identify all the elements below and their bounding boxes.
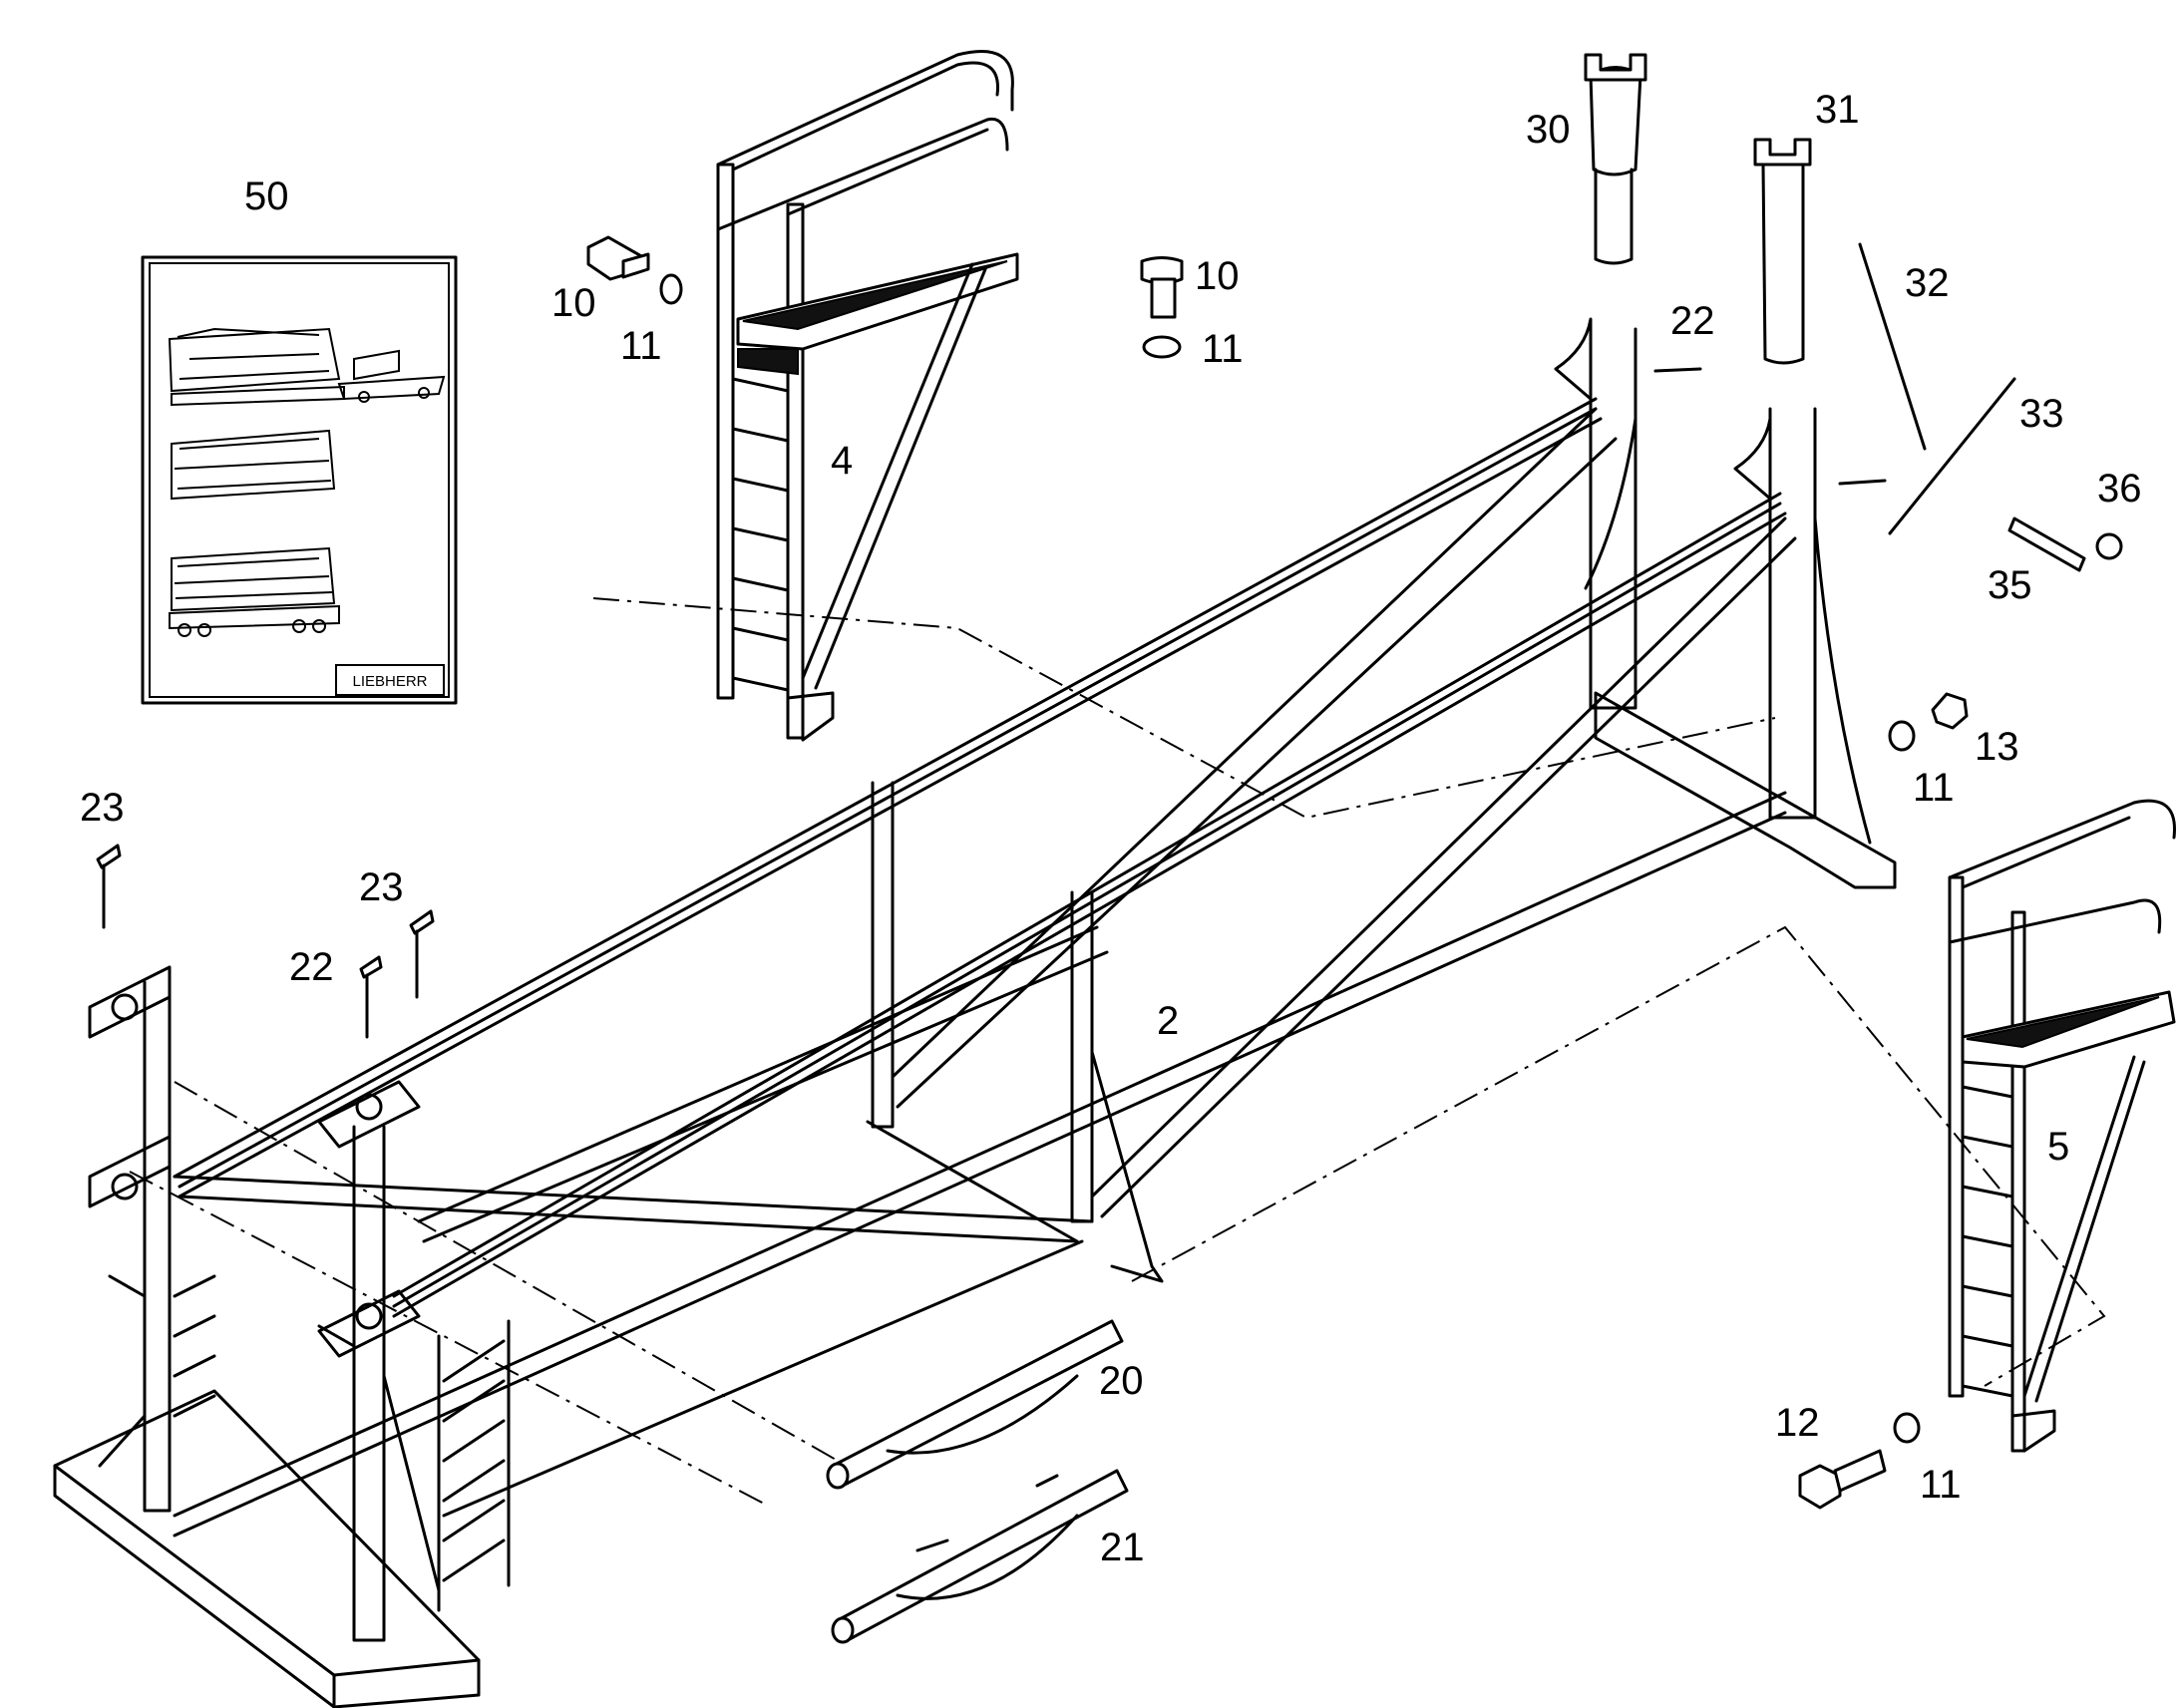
nut-13 — [1931, 692, 1969, 730]
callout-4: 4 — [831, 439, 853, 483]
bolt-10-right — [1140, 256, 1184, 319]
callout-labels: 50 10 11 10 11 4 30 31 32 22 33 36 35 13… — [80, 88, 2142, 1569]
tube-31 — [1753, 138, 1812, 365]
callout-10-right: 10 — [1195, 254, 1240, 298]
tube-30 — [1584, 53, 1647, 265]
bolt-10-left — [586, 235, 650, 281]
callout-31: 31 — [1815, 88, 1860, 132]
pin-35 — [2007, 516, 2086, 572]
clip-36 — [2095, 532, 2123, 560]
callout-30: 30 — [1526, 108, 1571, 152]
callout-50: 50 — [244, 174, 289, 218]
callout-11-right: 11 — [1202, 327, 1244, 371]
washer-11-nut — [1888, 720, 1916, 752]
manual-sheet: LIEBHERR — [141, 255, 458, 705]
callout-35: 35 — [1988, 563, 2032, 607]
callout-11-left: 11 — [620, 324, 662, 368]
callout-20: 20 — [1099, 1359, 1144, 1403]
manual-illustration — [168, 327, 446, 637]
rod-32 — [1858, 242, 1927, 451]
callout-12: 12 — [1775, 1401, 1820, 1445]
callout-2: 2 — [1157, 999, 1179, 1043]
washer-11-right — [1142, 335, 1182, 359]
callout-22-upper: 22 — [1670, 299, 1715, 343]
callout-23-mid: 23 — [359, 865, 404, 909]
support-pipe-20 — [826, 1319, 1124, 1490]
rod-33 — [1888, 377, 2016, 535]
callout-11-nut: 11 — [1913, 766, 1955, 810]
ladder-platform-lower — [1948, 799, 2176, 1453]
main-frame — [53, 317, 2106, 1708]
pins-22-23 — [96, 367, 1887, 1039]
bolt-12 — [1798, 1449, 1887, 1510]
callout-13: 13 — [1975, 725, 2019, 769]
manual-brand-box — [335, 664, 445, 696]
callout-33: 33 — [2019, 392, 2064, 436]
ladder-platform-upper — [716, 50, 1019, 742]
washer-11-left — [659, 273, 683, 305]
callout-10-left: 10 — [551, 281, 596, 325]
callout-11-bolt: 11 — [1920, 1463, 1962, 1507]
callout-32: 32 — [1905, 261, 1950, 305]
callout-21: 21 — [1100, 1526, 1145, 1569]
manual-brand: LIEBHERR — [352, 673, 427, 690]
washer-11-bolt — [1893, 1412, 1921, 1444]
callout-5: 5 — [2047, 1125, 2069, 1169]
clamp-heads — [88, 965, 421, 1358]
callout-22-lower: 22 — [289, 945, 334, 989]
callout-23-left: 23 — [80, 786, 125, 830]
support-pipe-21 — [831, 1469, 1129, 1644]
callout-36: 36 — [2097, 467, 2142, 511]
